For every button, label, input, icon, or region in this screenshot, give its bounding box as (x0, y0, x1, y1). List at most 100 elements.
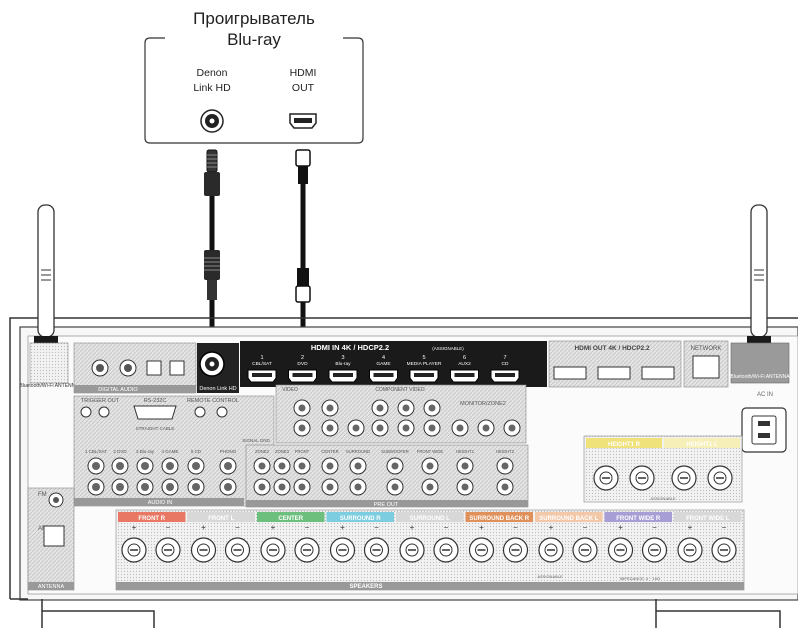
pre-out-jack-label: HEIGHT1 (456, 449, 475, 454)
video-jack-pin (403, 425, 410, 432)
bt-antenna-left-label: Bluetooth/Wi-Fi ANTENNA (19, 383, 79, 389)
antenna-label: ANTENNA (38, 584, 65, 590)
pre-out-label: PRE OUT (374, 502, 399, 508)
audio-in-label: 5 CD (191, 449, 202, 454)
pre-out-jack-pin (279, 463, 286, 470)
pre-out-jack-pin (462, 484, 469, 491)
antenna-right (747, 205, 771, 366)
audio-in-jack-pin (141, 462, 149, 470)
component-video-label: COMPONENT VIDEO (375, 387, 424, 393)
device-name-line2: Blu-ray (227, 30, 281, 49)
audio-in-label: 2 DVD (113, 449, 127, 454)
video-component-section: VIDEO COMPONENT VIDEO MONITOR/ZONE2 (276, 385, 526, 443)
rs232c-label: RS-232C (144, 398, 167, 404)
pre-out-jack-label: ZONE2 (255, 449, 270, 454)
video-jack-pin (327, 405, 334, 412)
pre-out-jack-label: FRONT (295, 449, 310, 454)
trigger-out-label: TRIGGER OUT (81, 398, 120, 404)
pre-out-jack-label: SURROUND (346, 449, 370, 454)
video-jack-pin (429, 405, 436, 412)
pre-out-jack-pin (259, 484, 266, 491)
pre-out-jack-pin (327, 463, 334, 470)
denon-link-label-line1: Denon (197, 67, 228, 79)
denon-link-label-line2: Link HD (193, 82, 231, 94)
audio-in-jack-pin (92, 483, 100, 491)
hdmi-out-port (290, 114, 316, 128)
digital-audio-label: DIGITAL AUDIO (98, 387, 138, 393)
pre-out-jack-pin (299, 484, 306, 491)
antenna-left (34, 205, 58, 366)
pre-out-jack-label: FRONT WIDE (417, 449, 444, 454)
speaker-group-label: FRONT R (138, 516, 165, 522)
audio-in-jack-pin (166, 483, 174, 491)
hdmi-input-port-slot (293, 373, 313, 377)
speaker-minus-sign: − (513, 523, 518, 532)
speaker-group-label: FRONT WIDE L (686, 516, 730, 522)
audio-in-label: 4 GAME (161, 449, 178, 454)
receiver-denon-link-jack: Denon Link HD (197, 343, 239, 393)
speaker-plus-sign: + (479, 523, 484, 532)
digital-audio-section: DIGITAL AUDIO (74, 343, 196, 393)
device-name-line1: Проигрыватель (193, 9, 315, 28)
pre-out-section: ZONE2ZONE3FRONTCENTERSURROUNDSUBWOOFERFR… (246, 445, 528, 508)
speaker-plus-sign: + (201, 523, 206, 532)
bluray-player: Проигрыватель Blu-ray Denon Link HD HDMI… (145, 9, 363, 143)
hdmi-out-header: HDMI OUT 4K / HDCP2.2 (574, 345, 650, 352)
pre-out-jack-pin (392, 484, 399, 491)
video-label: VIDEO (282, 387, 298, 393)
pre-out-jack-label: CENTER (321, 449, 338, 454)
audio-in-label: PHONO (220, 449, 237, 454)
audio-in-jack-pin (224, 483, 232, 491)
height-group-label: HEIGHT1 L (686, 442, 718, 448)
speaker-minus-sign: − (652, 523, 657, 532)
video-jack-pin (429, 425, 436, 432)
hdmi-input-port-slot (455, 373, 475, 377)
bt-antenna-right-label: Bluetooth/Wi-Fi ANTENNA (730, 374, 790, 380)
remote-control-label: REMOTE CONTROL (187, 398, 239, 404)
denon-link-hd-label: Denon Link HD (199, 386, 236, 392)
height-group-label: HEIGHT1 R (608, 442, 641, 448)
hdmi-input-port-slot (333, 373, 353, 377)
audio-in-jack-pin (116, 462, 124, 470)
pre-out-jack-pin (355, 484, 362, 491)
hdmi-input-number: 6 (463, 355, 466, 361)
speaker-assignable-label: ASSIGNABLE (537, 574, 563, 579)
pre-out-jack-pin (355, 463, 362, 470)
video-jack-pin (327, 425, 334, 432)
video-jack-pin (509, 425, 516, 432)
hdmi-input-number: 7 (503, 355, 506, 361)
hdmi-input-name: AUX2 (458, 361, 471, 367)
video-jack-pin (403, 405, 410, 412)
audio-in-jack-pin (166, 462, 174, 470)
speaker-plus-sign: + (618, 523, 623, 532)
pre-out-jack-pin (462, 463, 469, 470)
signal-gnd-label: SIGNAL GND (242, 438, 270, 443)
speaker-plus-sign: + (132, 523, 137, 532)
bt-antenna-left-area (30, 343, 68, 383)
pre-out-jack-pin (392, 463, 399, 470)
pre-out-jack-label: SUBWOOFER (381, 449, 408, 454)
video-jack-pin (377, 405, 384, 412)
speaker-terminals-section: SPEAKERS ASSIGNABLE IMPEDANCE: 4 ~ 16Ω F… (116, 510, 744, 590)
audio-in-jack-pin (141, 483, 149, 491)
video-jack-pin (299, 405, 306, 412)
audio-in-jack-pin (192, 462, 200, 470)
video-jack-pin (353, 425, 360, 432)
pre-out-jack-pin (259, 463, 266, 470)
hdmi-in-section: HDMI IN 4K / HDCP2.2 (ASSIGNABLE) 1CBL/S… (240, 341, 547, 387)
hdmi-input-name: GAME (376, 361, 390, 367)
hdmi-input-port-slot (414, 373, 434, 377)
speakers-label: SPEAKERS (349, 584, 382, 590)
hdmi-input-name: CBL/SAT (252, 361, 272, 367)
hdmi-input-port-slot (252, 373, 272, 377)
audio-in-jack-pin (92, 462, 100, 470)
hdmi-out-label-line2: OUT (292, 82, 315, 94)
speaker-group-label: SURROUND L (410, 516, 450, 522)
straight-cable-label: STRAIGHT CABLE (136, 426, 175, 431)
hdmi-input-name: DVD (297, 361, 308, 367)
hdmi-out-section: HDMI OUT 4K / HDCP2.2 NETWORK (549, 341, 728, 387)
pre-out-jack-pin (427, 463, 434, 470)
hdmi-input-number: 5 (422, 355, 425, 361)
